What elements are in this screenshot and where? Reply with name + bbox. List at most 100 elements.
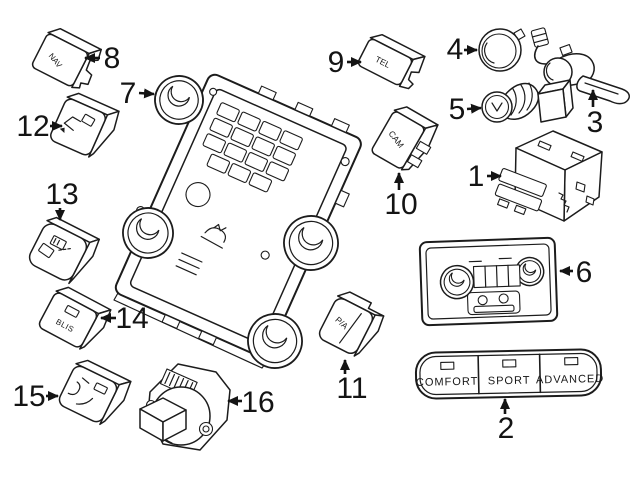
fan-knob-left[interactable] [117, 202, 178, 263]
callout-11[interactable]: 11 [336, 359, 368, 405]
switch-side-face [398, 55, 426, 90]
drive-mode-panel[interactable]: COMFORT SPORT ADVANCED [414, 348, 605, 400]
indicator-window [64, 305, 80, 318]
temp-knob-right[interactable] [278, 210, 344, 276]
mode-button-sport-label: SPORT [488, 375, 531, 388]
mode-button-comfort[interactable]: COMFORT [416, 361, 479, 389]
pictogram-switch-12[interactable] [49, 90, 122, 162]
callout-4[interactable]: 4 [447, 33, 478, 66]
button-inner-ring [481, 33, 517, 69]
button-grid[interactable] [196, 102, 303, 197]
park-assist-switch[interactable]: P/A [317, 288, 388, 361]
body-rib [510, 88, 517, 116]
svg-text:3: 3 [587, 106, 604, 139]
svg-text:15: 15 [12, 380, 45, 413]
top-slot [537, 140, 552, 151]
switch-face [38, 292, 98, 348]
body-rib [518, 84, 526, 114]
tel-switch[interactable]: TEL [357, 31, 427, 92]
switch-face [371, 111, 425, 169]
indicator-light [440, 361, 455, 370]
button-shading-arc [484, 42, 495, 64]
mode-button-sport[interactable]: SPORT [487, 359, 531, 388]
switch-face [31, 33, 89, 87]
button-face-ring [484, 94, 510, 120]
mount-tab [198, 330, 218, 346]
cam-switch[interactable]: CAM [370, 102, 442, 176]
mount-tab [334, 189, 350, 208]
side-clip [575, 181, 586, 193]
screw-hole [260, 250, 270, 260]
indicator-light [502, 359, 517, 368]
switch-face [50, 98, 106, 156]
cylinder-button[interactable] [481, 82, 540, 123]
top-slot [570, 151, 585, 162]
svg-text:6: 6 [576, 256, 593, 289]
screw-hole [209, 87, 218, 96]
module-plug [139, 397, 187, 442]
fan-knob-bottom[interactable] [242, 308, 308, 374]
callout-6[interactable]: 6 [559, 256, 593, 289]
mode-button-comfort-label: COMFORT [416, 376, 479, 389]
callout-5[interactable]: 5 [449, 93, 482, 126]
svg-text:4: 4 [447, 33, 464, 66]
mode-panel-outer [414, 348, 603, 400]
barrel-detail [545, 62, 554, 81]
svg-text:13: 13 [45, 178, 78, 211]
switch-pictogram-icon [38, 235, 72, 259]
mode-panel-dividers [477, 353, 542, 395]
round-button[interactable] [182, 179, 214, 211]
switch-pack-module[interactable] [490, 130, 603, 222]
switch-face [58, 365, 118, 423]
climate-control-unit[interactable] [99, 60, 375, 374]
wire-plug [530, 27, 549, 48]
rear-panel-buttons[interactable] [468, 257, 521, 289]
switch-face [357, 38, 413, 86]
mode-button-advanced[interactable]: ADVANCED [536, 356, 605, 386]
v-mark-icon [491, 102, 503, 112]
side-zigzag [558, 192, 570, 213]
switch-pictogram-icon [59, 113, 96, 133]
mount-tab [330, 118, 350, 133]
key [576, 75, 631, 105]
switch-face [318, 297, 374, 355]
connector-tab [415, 140, 432, 155]
callout-1[interactable]: 1 [468, 160, 502, 193]
svg-text:10: 10 [384, 188, 417, 221]
callout-9[interactable]: 9 [328, 46, 362, 79]
rear-control-panel[interactable] [418, 236, 559, 327]
screw-hole [340, 157, 350, 167]
callout-15[interactable]: 15 [12, 380, 59, 413]
callout-3[interactable]: 3 [587, 89, 604, 139]
callout-12[interactable]: 12 [16, 110, 63, 143]
callout-2[interactable]: 2 [498, 398, 515, 445]
side-clip [585, 195, 595, 206]
svg-text:11: 11 [336, 372, 367, 405]
callout-10[interactable]: 10 [384, 172, 418, 221]
ignition-switch-with-key[interactable] [530, 27, 631, 123]
front-buttons[interactable] [490, 168, 548, 219]
mode-panel-inner-border [419, 352, 598, 396]
connector-tab [406, 154, 423, 169]
rear-knob-left[interactable] [436, 262, 477, 303]
callout-14[interactable]: 14 [100, 302, 149, 335]
pictogram-switch-15[interactable] [57, 357, 133, 430]
face-seam-line [339, 312, 362, 344]
panel-inner-border [425, 243, 552, 320]
svg-text:5: 5 [449, 93, 466, 126]
callout-16[interactable]: 16 [227, 386, 275, 419]
svg-text:7: 7 [120, 77, 137, 110]
callout-13[interactable]: 13 [45, 178, 79, 221]
svg-text:1: 1 [468, 160, 485, 193]
temp-knob-top-left[interactable] [150, 71, 209, 130]
callout-7[interactable]: 7 [120, 77, 155, 110]
callout-8[interactable]: 8 [84, 42, 120, 75]
pictogram-switch-13[interactable] [26, 214, 101, 287]
svg-text:14: 14 [115, 302, 148, 335]
svg-text:12: 12 [16, 110, 49, 143]
dome-button[interactable] [478, 28, 526, 72]
mount-tab [257, 85, 277, 101]
sensor-module[interactable] [139, 363, 231, 451]
